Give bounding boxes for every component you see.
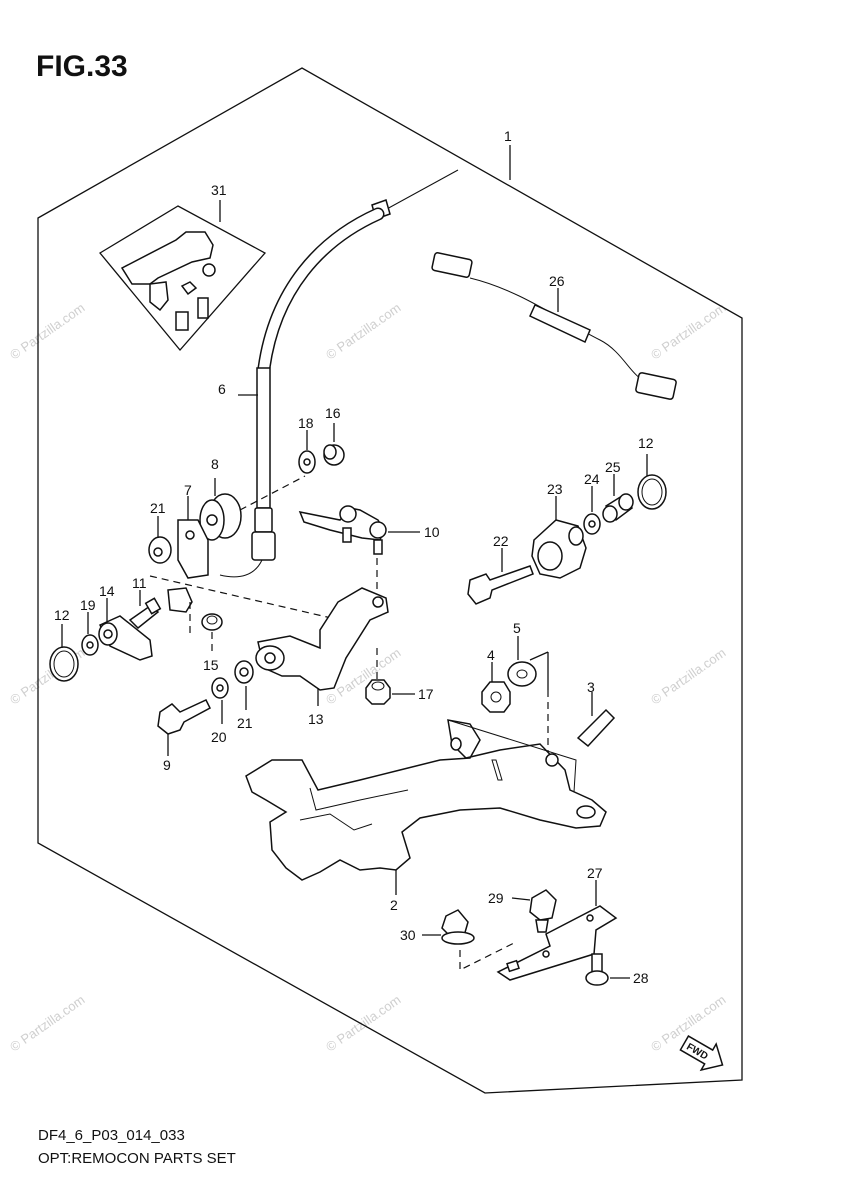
part-29-clip	[511, 889, 557, 933]
callout: 5	[513, 620, 521, 636]
part-14-link	[98, 598, 153, 661]
part-6-remote-cable	[219, 169, 459, 578]
callout: 9	[163, 757, 171, 773]
callout: 7	[184, 482, 192, 498]
part-2-bracket	[245, 719, 607, 895]
callout: 1	[504, 128, 512, 144]
part-21-collar	[148, 516, 172, 564]
callout: 16	[325, 405, 341, 421]
part-20-washer	[211, 677, 229, 724]
callout: 3	[587, 679, 595, 695]
callout: 31	[211, 182, 227, 198]
callout: 18	[298, 415, 314, 431]
part-8	[199, 475, 306, 541]
callout: 21	[150, 500, 166, 516]
part-24-washer	[583, 486, 601, 535]
callout: 8	[211, 456, 219, 472]
callout: 12	[638, 435, 654, 451]
callout: 15	[203, 657, 219, 673]
part-15-nut	[189, 602, 223, 652]
callout: 30	[400, 927, 416, 943]
watermark: © Partzilla.com	[323, 992, 403, 1055]
part-3-stud	[576, 692, 616, 748]
callout: 24	[584, 471, 600, 487]
callout: 13	[308, 711, 324, 727]
part-12-ring-right	[637, 454, 667, 510]
callout: 22	[493, 533, 509, 549]
watermarks: © Partzilla.com © Partzilla.com © Partzi…	[7, 300, 728, 1055]
fwd-arrow-icon: FWD	[679, 1035, 724, 1072]
part-21-collar-lower	[234, 660, 254, 710]
part-31-bracket-set	[99, 200, 267, 352]
figure-name: OPT:REMOCON PARTS SET	[38, 1150, 236, 1167]
part-10-clamp	[298, 505, 420, 600]
callout: 27	[587, 865, 603, 881]
callout: 29	[488, 890, 504, 906]
part-9-bolt	[157, 699, 211, 756]
part-12-ring-left	[49, 624, 79, 682]
part-19-washer	[81, 612, 99, 656]
part-13-lever	[255, 587, 389, 706]
callout: 20	[211, 729, 227, 745]
kit-boundary	[37, 67, 743, 1094]
watermark: © Partzilla.com	[648, 300, 728, 363]
callout: 23	[547, 481, 563, 497]
watermark: © Partzilla.com	[7, 992, 87, 1055]
figure-code: DF4_6_P03_014_033	[38, 1127, 185, 1144]
callout: 2	[390, 897, 398, 913]
part-4-nut	[481, 662, 511, 713]
part-16-collar	[323, 423, 345, 466]
callout: 25	[605, 459, 621, 475]
callout: 10	[424, 524, 440, 540]
part-18-washer	[298, 430, 316, 474]
callout: 12	[54, 607, 70, 623]
part-22-pin	[467, 548, 534, 605]
callout: 11	[132, 575, 147, 591]
part-7-plate	[167, 496, 209, 613]
callout: 6	[218, 381, 226, 397]
part-11-stud	[128, 590, 162, 630]
part-28-bolt	[585, 953, 630, 986]
callout: 28	[633, 970, 649, 986]
callout: 26	[549, 273, 565, 289]
callout: 17	[418, 686, 434, 702]
part-23-block	[531, 496, 587, 579]
callout-labels: 1 2 3 4 5 6 7 8 9 10 11 12 12 13 14 15 1…	[54, 128, 654, 986]
figure-title: FIG.33	[36, 50, 128, 83]
part-30-clip	[422, 909, 517, 971]
part-17-nut	[365, 648, 415, 705]
watermark: © Partzilla.com	[648, 645, 728, 708]
callout: 4	[487, 647, 495, 663]
part-25-collar	[602, 474, 634, 523]
callout: 14	[99, 583, 115, 599]
part-26-wire	[431, 252, 677, 400]
watermark: © Partzilla.com	[323, 300, 403, 363]
watermark: © Partzilla.com	[7, 300, 87, 363]
callout: 19	[80, 597, 96, 613]
callout: 21	[237, 715, 253, 731]
